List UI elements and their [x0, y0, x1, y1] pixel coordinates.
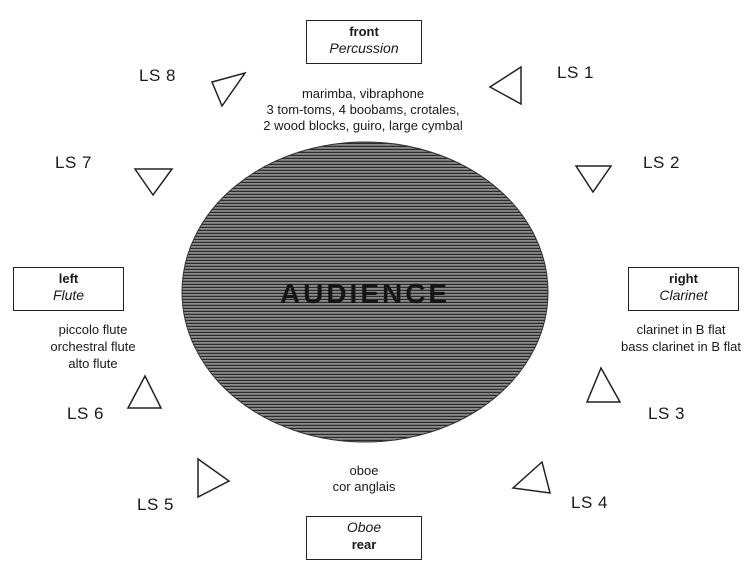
- rear-position-label: rear: [351, 537, 377, 552]
- front-percussion-box: front Percussion: [306, 20, 422, 64]
- percussion-line-1: marimba, vibraphone: [301, 86, 425, 101]
- flute-line-1: piccolo flute: [58, 322, 128, 337]
- audience-ellipse: [181, 141, 549, 443]
- flute-line-3: alto flute: [68, 356, 118, 371]
- speaker-ls5-icon: [197, 457, 231, 499]
- ls2-label: LS 2: [643, 153, 680, 172]
- front-section-label: Percussion: [329, 40, 399, 56]
- oboe-line-1: oboe: [349, 463, 379, 478]
- ls6-label: LS 6: [67, 404, 104, 423]
- ls5-label: LS 5: [137, 495, 174, 514]
- flute-instruments: piccolo flute orchestral flute alto flut…: [8, 321, 178, 372]
- oboe-line-2: cor anglais: [332, 479, 396, 494]
- speaker-ls1-icon: [488, 65, 522, 106]
- speaker-ls2-icon: [574, 165, 613, 194]
- right-section-label: Clarinet: [659, 287, 708, 303]
- ls1-label: LS 1: [557, 63, 594, 82]
- percussion-line-2: 3 tom-toms, 4 boobams, crotales,: [266, 102, 460, 117]
- ls3-label: LS 3: [648, 404, 685, 423]
- ls8-label: LS 8: [139, 66, 176, 85]
- ls7-label: LS 7: [55, 153, 92, 172]
- rear-oboe-box: Oboe rear: [306, 516, 422, 560]
- clarinet-line-2: bass clarinet in B flat: [621, 339, 741, 354]
- right-position-label: right: [669, 271, 698, 286]
- flute-line-2: orchestral flute: [50, 339, 136, 354]
- percussion-instruments: marimba, vibraphone 3 tom-toms, 4 boobam…: [223, 86, 503, 134]
- left-section-label: Flute: [52, 287, 85, 303]
- percussion-line-3: 2 wood blocks, guiro, large cymbal: [263, 118, 463, 133]
- ls4-label: LS 4: [571, 493, 608, 512]
- left-flute-box: left Flute: [13, 267, 124, 311]
- speaker-ls4-icon: [511, 460, 552, 494]
- front-position-label: front: [349, 24, 379, 39]
- clarinet-instruments: clarinet in B flat bass clarinet in B fl…: [606, 321, 756, 355]
- speaker-ls6-icon: [126, 374, 163, 409]
- audience-label: AUDIENCE: [279, 278, 451, 309]
- rear-section-label: Oboe: [346, 519, 382, 535]
- speaker-ls8-icon: [210, 71, 247, 108]
- speaker-ls3-icon: [585, 366, 622, 403]
- clarinet-line-1: clarinet in B flat: [636, 322, 726, 337]
- left-position-label: left: [58, 271, 79, 286]
- oboe-instruments: oboe cor anglais: [300, 463, 428, 495]
- speaker-ls7-icon: [133, 168, 174, 197]
- right-clarinet-box: right Clarinet: [628, 267, 739, 311]
